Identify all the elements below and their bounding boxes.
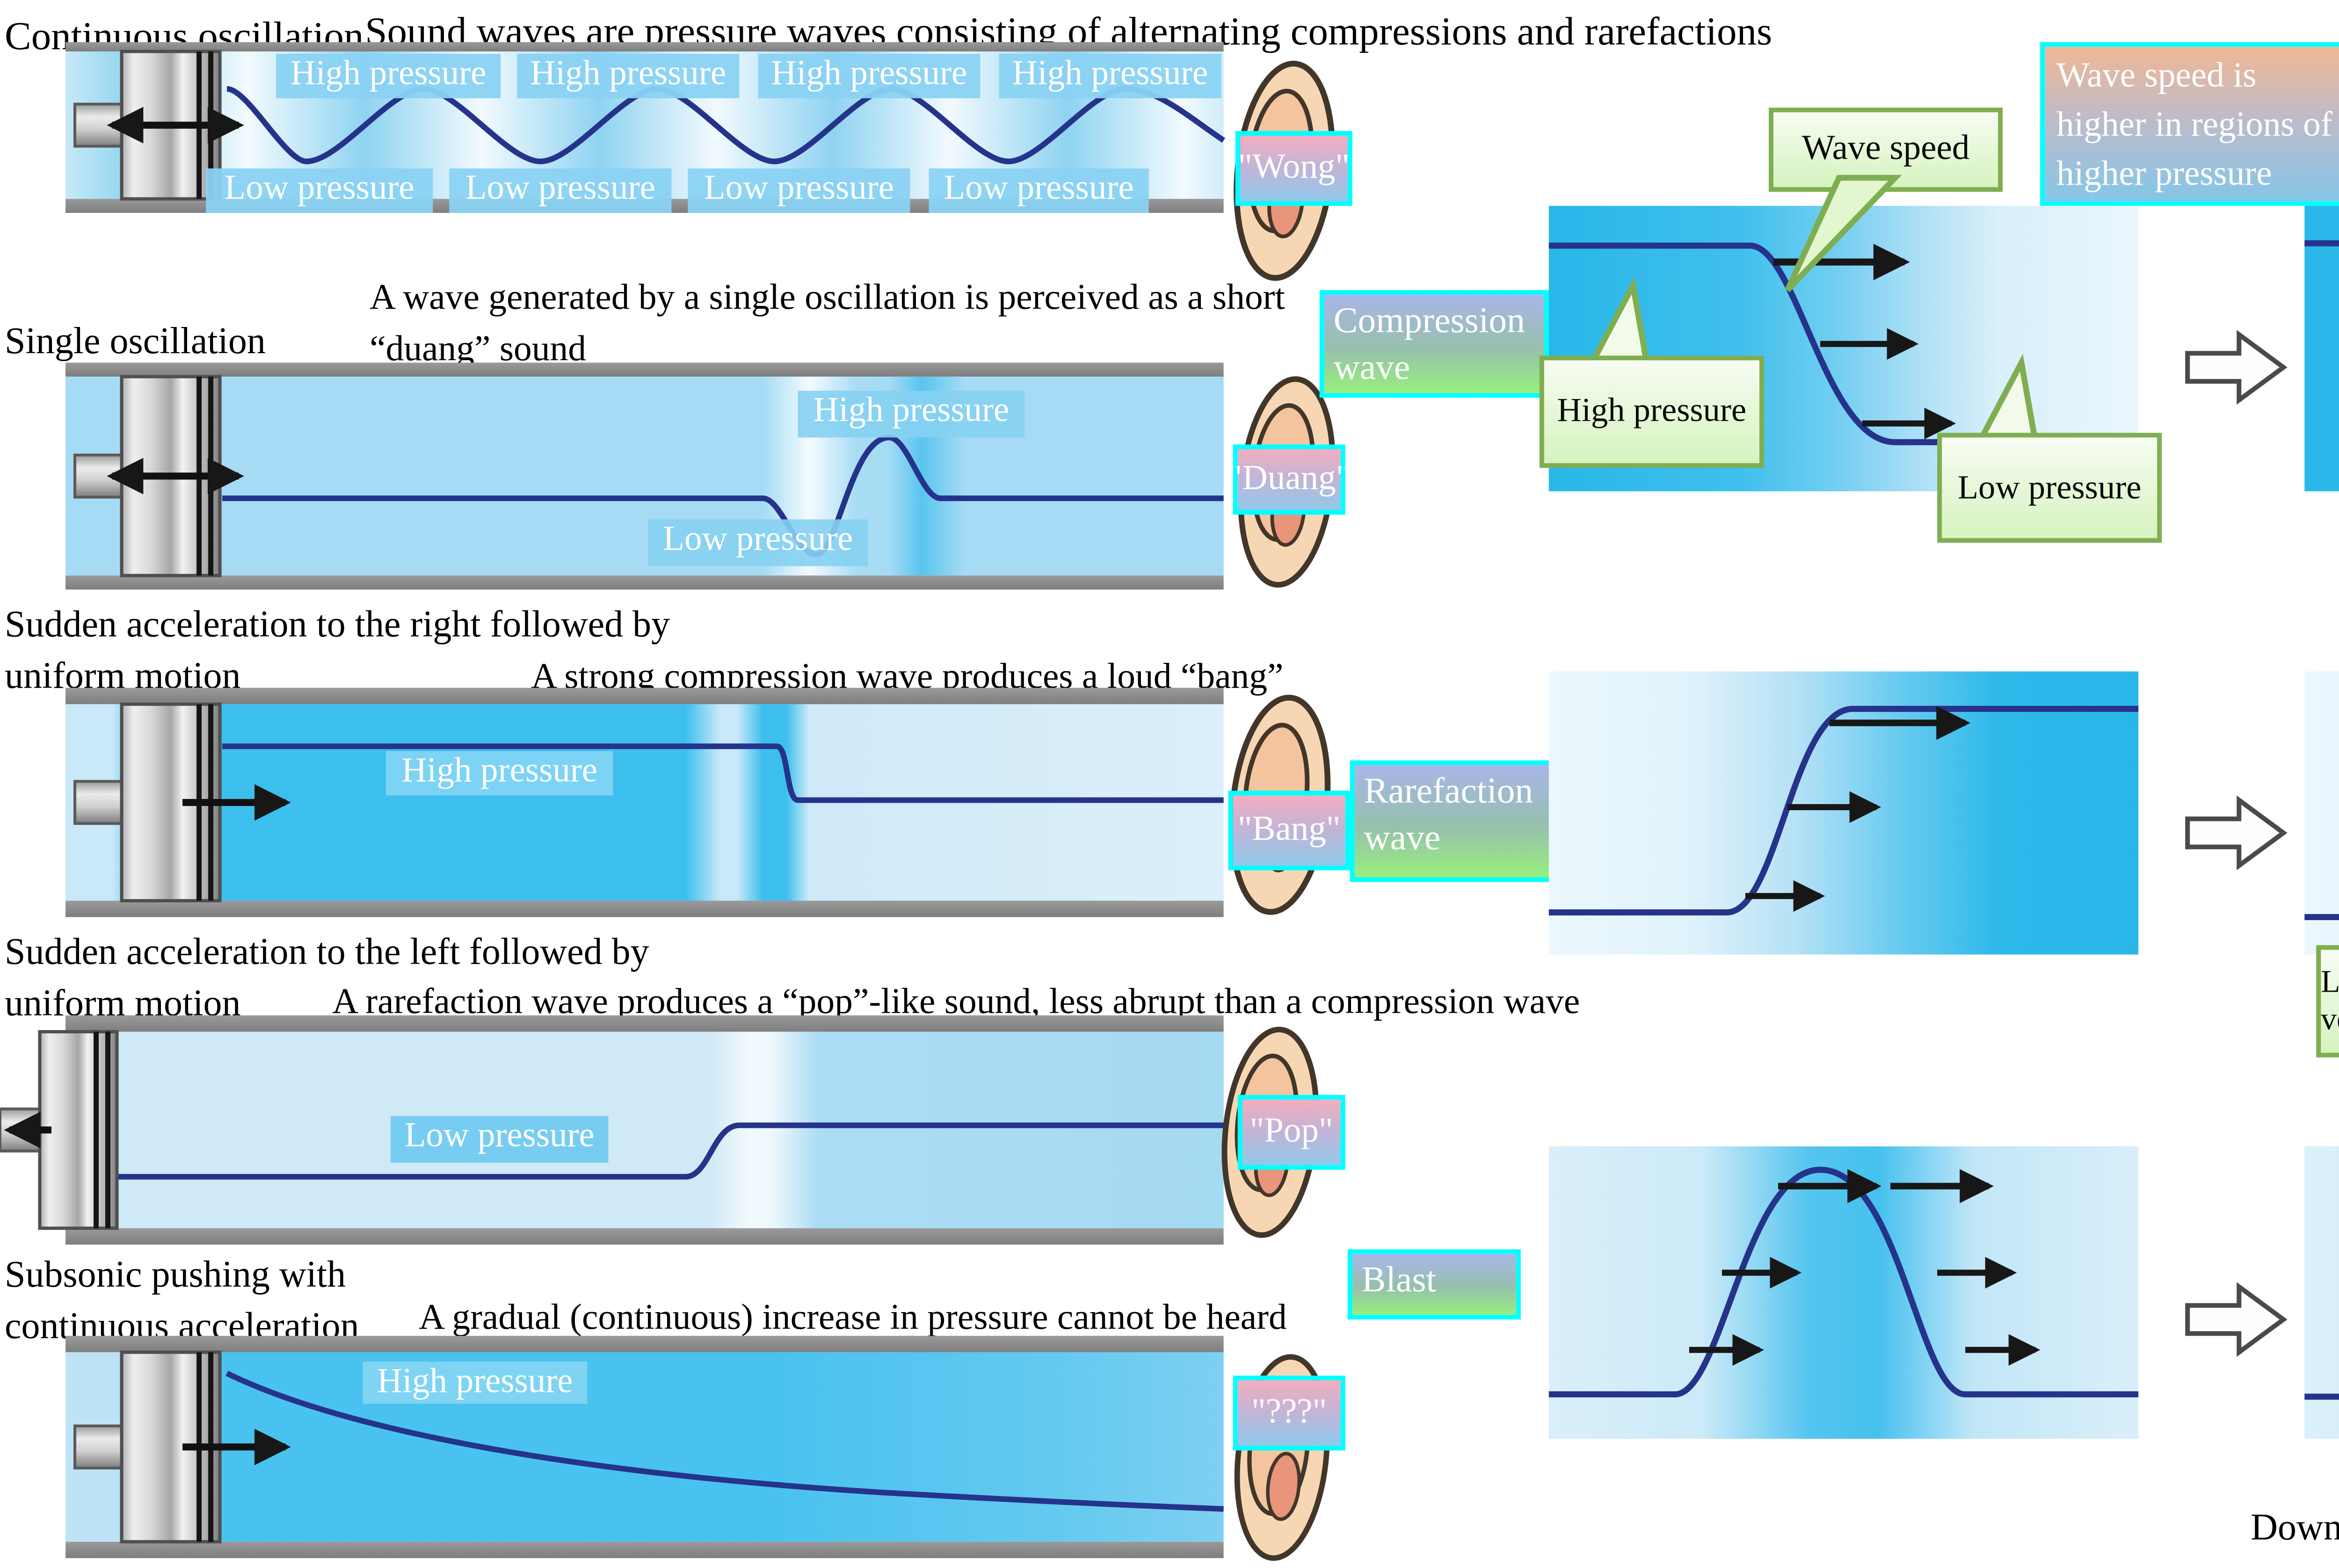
- tube3-piston-and-wave: [73, 702, 1224, 903]
- lower-velocity-callout: Lower velocity: [2316, 945, 2339, 1058]
- tube1-high-pressure-4: High pressure: [999, 52, 1221, 97]
- high-pressure-callout: High pressure: [1539, 356, 1764, 468]
- tube4-low-pressure: Low pressure: [391, 1116, 609, 1163]
- compression-panel-2: [2304, 206, 2339, 492]
- tube5-piston-and-wave: [73, 1350, 1224, 1544]
- tube5-bottom-wall: [65, 1541, 1224, 1558]
- tube1-high-pressure-2: High pressure: [517, 52, 740, 97]
- rarefaction-panel-2-curve: [2304, 914, 2339, 921]
- row2-note-line1: A wave generated by a single oscillation…: [370, 278, 1285, 319]
- sound-label-bang: "Bang": [1228, 791, 1350, 871]
- tube1-low-pressure-4: Low pressure: [929, 167, 1149, 212]
- row4-caption-line1: Sudden acceleration to the left followed…: [5, 933, 649, 973]
- tube3-bottom-wall: [65, 900, 1224, 917]
- tube4-interior: [65, 1031, 1224, 1228]
- row3-caption-line1: Sudden acceleration to the right followe…: [5, 606, 670, 646]
- blast-panel-1: [1548, 1146, 2139, 1439]
- tube1-piston-and-wave: [73, 49, 1226, 200]
- tube1-high-pressure-1: High pressure: [276, 52, 501, 97]
- tube1-low-pressure-2: Low pressure: [449, 167, 672, 212]
- row2-caption: Single oscillation: [5, 323, 266, 363]
- propagation-arrow-icon-a1: [2185, 330, 2288, 405]
- tube4-top-wall: [65, 1015, 1224, 1032]
- sound-label-pop: "Pop": [1237, 1095, 1345, 1170]
- tube2-bottom-wall: [65, 575, 1224, 590]
- rarefaction-panel-1-curve: [1548, 705, 2139, 916]
- tube4-piston-and-wave: [0, 1030, 1224, 1230]
- blast-panel-1-curve: [1548, 1167, 2139, 1398]
- row5-note: A gradual (continuous) increase in press…: [419, 1298, 1287, 1338]
- tube2-piston-and-wave: [73, 375, 1224, 577]
- tube5-top-wall: [65, 1336, 1224, 1352]
- tube-acceleration-left: [0, 1015, 1224, 1245]
- compression-panel-2-curve: [2304, 240, 2339, 247]
- compression-panel-1-curve: [1548, 242, 2139, 445]
- tube2-high-pressure: High pressure: [798, 391, 1025, 438]
- tube5-high-pressure: High pressure: [363, 1361, 588, 1404]
- tube2-interior: [65, 377, 1224, 576]
- tube2-low-pressure: Low pressure: [648, 519, 868, 566]
- sound-label-unheard: "???": [1233, 1375, 1345, 1451]
- tube4-bottom-wall: [65, 1228, 1224, 1245]
- downstream-caption: Downstream propagation process: [2251, 1509, 2339, 1549]
- row5-caption-line1: Subsonic pushing with: [5, 1256, 346, 1296]
- tube1-low-pressure-1: Low pressure: [206, 167, 433, 212]
- tube1-low-pressure-3: Low pressure: [688, 167, 910, 212]
- type-label-blast-wave: Blast wave: [1347, 1249, 1521, 1348]
- rarefaction-panel-2: [2304, 671, 2339, 955]
- sound-label-wong: "Wong": [1235, 131, 1352, 206]
- tube-subsonic-pushing: [65, 1336, 1224, 1558]
- wave-speed-note-box: Wave speed is higher in regions of highe…: [2040, 42, 2339, 206]
- propagation-arrow-icon-c1: [2185, 1282, 2288, 1357]
- tube-acceleration-right: [65, 688, 1224, 917]
- type-label-compression-wave: Compression wave: [1319, 290, 1549, 398]
- blast-panel-2-curve: [2304, 1394, 2339, 1400]
- blast-panel-2: [2304, 1146, 2339, 1439]
- tube2-top-wall: [65, 363, 1224, 377]
- tube1-top-wall: [65, 42, 1224, 51]
- propagation-arrow-icon-b1: [2185, 795, 2288, 871]
- type-label-rarefaction-wave: Rarefaction wave: [1350, 760, 1556, 882]
- tube1-high-pressure-3: High pressure: [758, 52, 981, 97]
- tube-single-oscillation: [65, 363, 1224, 590]
- wave-speed-callout-tail: [1785, 174, 1902, 292]
- rarefaction-panel-1: [1548, 671, 2139, 955]
- tube3-high-pressure: High pressure: [386, 751, 613, 796]
- tube3-top-wall: [65, 688, 1224, 704]
- sound-label-duang: "Duang": [1228, 444, 1350, 515]
- low-pressure-callout: Low pressure: [1937, 433, 2162, 543]
